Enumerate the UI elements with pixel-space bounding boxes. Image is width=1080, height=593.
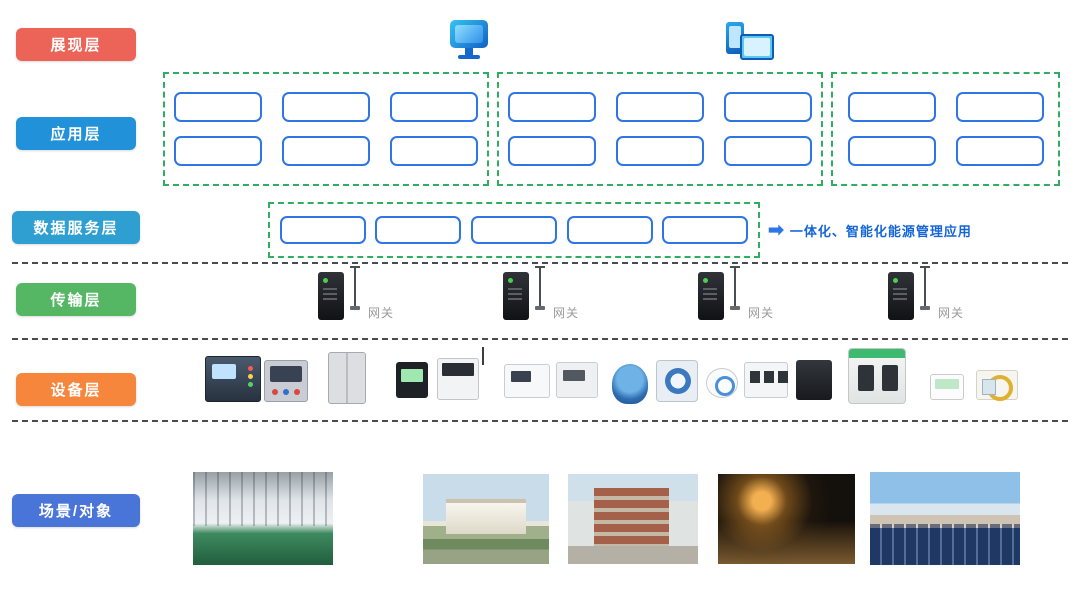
- gateway-device: 网关: [888, 266, 988, 328]
- desktop-monitor-icon: [448, 20, 492, 62]
- tablet-icon: [740, 34, 774, 60]
- data-service-box: [375, 216, 462, 244]
- application-box: [616, 136, 704, 166]
- separator-line: [12, 420, 1068, 422]
- application-box: [508, 136, 596, 166]
- din-rail-device-image: [744, 362, 788, 398]
- gateway-label: 网关: [368, 306, 395, 320]
- power-meter-image: [396, 362, 428, 398]
- ev-charger-image: [848, 348, 906, 404]
- smart-tag-image: [976, 370, 1018, 401]
- application-box: [847, 136, 936, 166]
- application-box: [724, 92, 812, 122]
- gateway-label: 网关: [938, 306, 965, 320]
- application-box: [724, 136, 812, 166]
- substation-corridor-photo: [193, 472, 333, 565]
- energy-meter-image: [556, 362, 598, 398]
- application-box: [390, 92, 478, 122]
- monitor-screen: [450, 20, 488, 48]
- protection-relay-image: [205, 356, 261, 402]
- presentation-layer-label: 展现层: [16, 28, 136, 61]
- gateway-label: 网关: [748, 306, 775, 320]
- wireless-meter-image: [437, 347, 484, 400]
- gateway-antenna-image: [350, 266, 360, 310]
- control-panel-image: [264, 360, 308, 402]
- data-service-note-text: 一体化、智能化能源管理应用: [789, 224, 972, 239]
- gateway-device: 网关: [503, 266, 603, 328]
- application-group-2: [497, 72, 823, 186]
- din-rail-meter-image: [504, 364, 550, 398]
- data-service-layer-label: 数据服务层: [12, 211, 140, 244]
- data-service-group: [268, 202, 760, 258]
- gateway-label: 网关: [553, 306, 580, 320]
- application-box: [282, 92, 370, 122]
- application-box: [955, 136, 1044, 166]
- round-sensor-image: [706, 368, 738, 398]
- separator-line: [12, 338, 1068, 340]
- phone-icon: [726, 22, 744, 54]
- application-box: [847, 92, 936, 122]
- application-box: [390, 136, 478, 166]
- application-box: [174, 136, 262, 166]
- mobile-devices-icon: [726, 22, 776, 62]
- night-street-photo: [718, 474, 855, 564]
- application-box: [174, 92, 262, 122]
- water-meter-image: [656, 360, 698, 402]
- gateway-box-image: [503, 272, 529, 320]
- gateway-box-image: [318, 272, 344, 320]
- campus-building-photo: [568, 474, 698, 564]
- gateway-box-image: [888, 272, 914, 320]
- gateway-antenna-image: [730, 266, 740, 310]
- monitor-stand: [465, 48, 473, 55]
- flow-sensor-image: [612, 364, 648, 404]
- data-service-note: ➡ 一体化、智能化能源管理应用: [768, 221, 972, 240]
- separator-line: [12, 262, 1068, 264]
- application-box: [616, 92, 704, 122]
- gateway-device: 网关: [698, 266, 798, 328]
- data-service-box: [566, 216, 653, 244]
- government-building-photo: [423, 474, 549, 564]
- monitor-base: [458, 55, 480, 59]
- right-arrow-icon: ➡: [768, 220, 784, 241]
- application-layer-label: 应用层: [16, 117, 136, 150]
- data-service-box: [279, 216, 366, 244]
- data-service-box: [470, 216, 557, 244]
- switchgear-cabinet-image: [328, 352, 366, 404]
- data-service-box: [662, 216, 749, 244]
- application-group-1: [163, 72, 489, 186]
- scene-layer-label: 场景/对象: [12, 494, 140, 527]
- device-layer-label: 设备层: [16, 373, 136, 406]
- gateway-box-image: [698, 272, 724, 320]
- application-box: [508, 92, 596, 122]
- thermostat-image: [930, 374, 964, 400]
- application-box: [955, 92, 1044, 122]
- application-group-3: [831, 72, 1060, 186]
- gateway-device: 网关: [318, 266, 418, 328]
- rooftop-solar-photo: [870, 472, 1020, 565]
- application-box: [282, 136, 370, 166]
- gateway-antenna-image: [920, 266, 930, 310]
- data-module-image: [796, 360, 832, 400]
- gateway-antenna-image: [535, 266, 545, 310]
- transmission-layer-label: 传输层: [16, 283, 136, 316]
